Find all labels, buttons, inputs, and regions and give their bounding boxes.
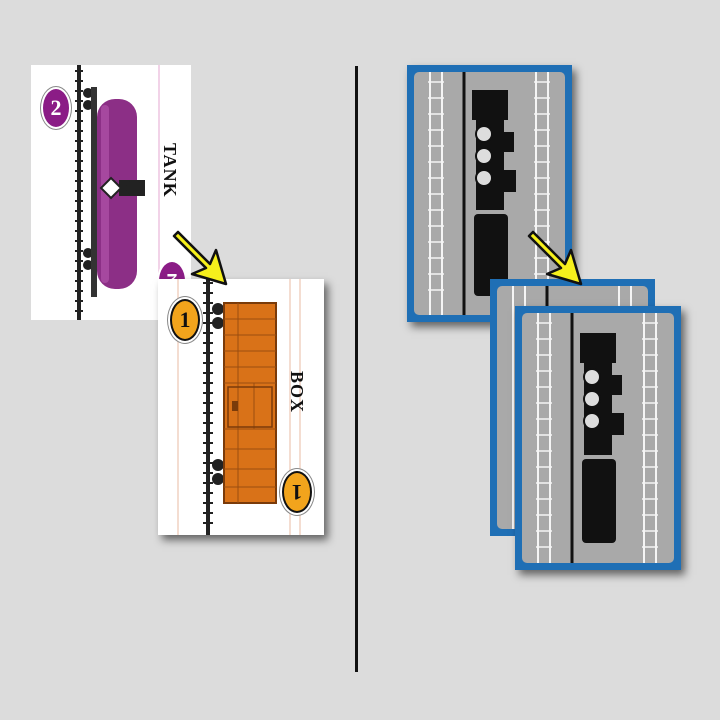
tank-car-card[interactable]: 2 TANK 2 (31, 65, 191, 320)
tank-car-name: TANK (160, 143, 180, 198)
card-back-discard-top[interactable] (515, 306, 681, 570)
arrow-left-icon (172, 230, 228, 286)
locomotive-icon (428, 72, 550, 315)
box-car-name: BOX (287, 371, 307, 414)
locomotive-icon (536, 313, 658, 563)
box-card-art (177, 279, 301, 535)
divider-line (355, 66, 358, 672)
arrow-right-icon (527, 230, 583, 286)
tank-card-art (75, 65, 160, 320)
box-value-badge-bottom: 1 (282, 471, 312, 513)
box-car-card[interactable]: 1 BOX 1 (158, 279, 324, 535)
box-value-badge: 1 (170, 299, 200, 341)
tank-value-badge: 2 (41, 87, 71, 129)
card-back-face (414, 72, 565, 315)
card-back-face (522, 313, 674, 563)
